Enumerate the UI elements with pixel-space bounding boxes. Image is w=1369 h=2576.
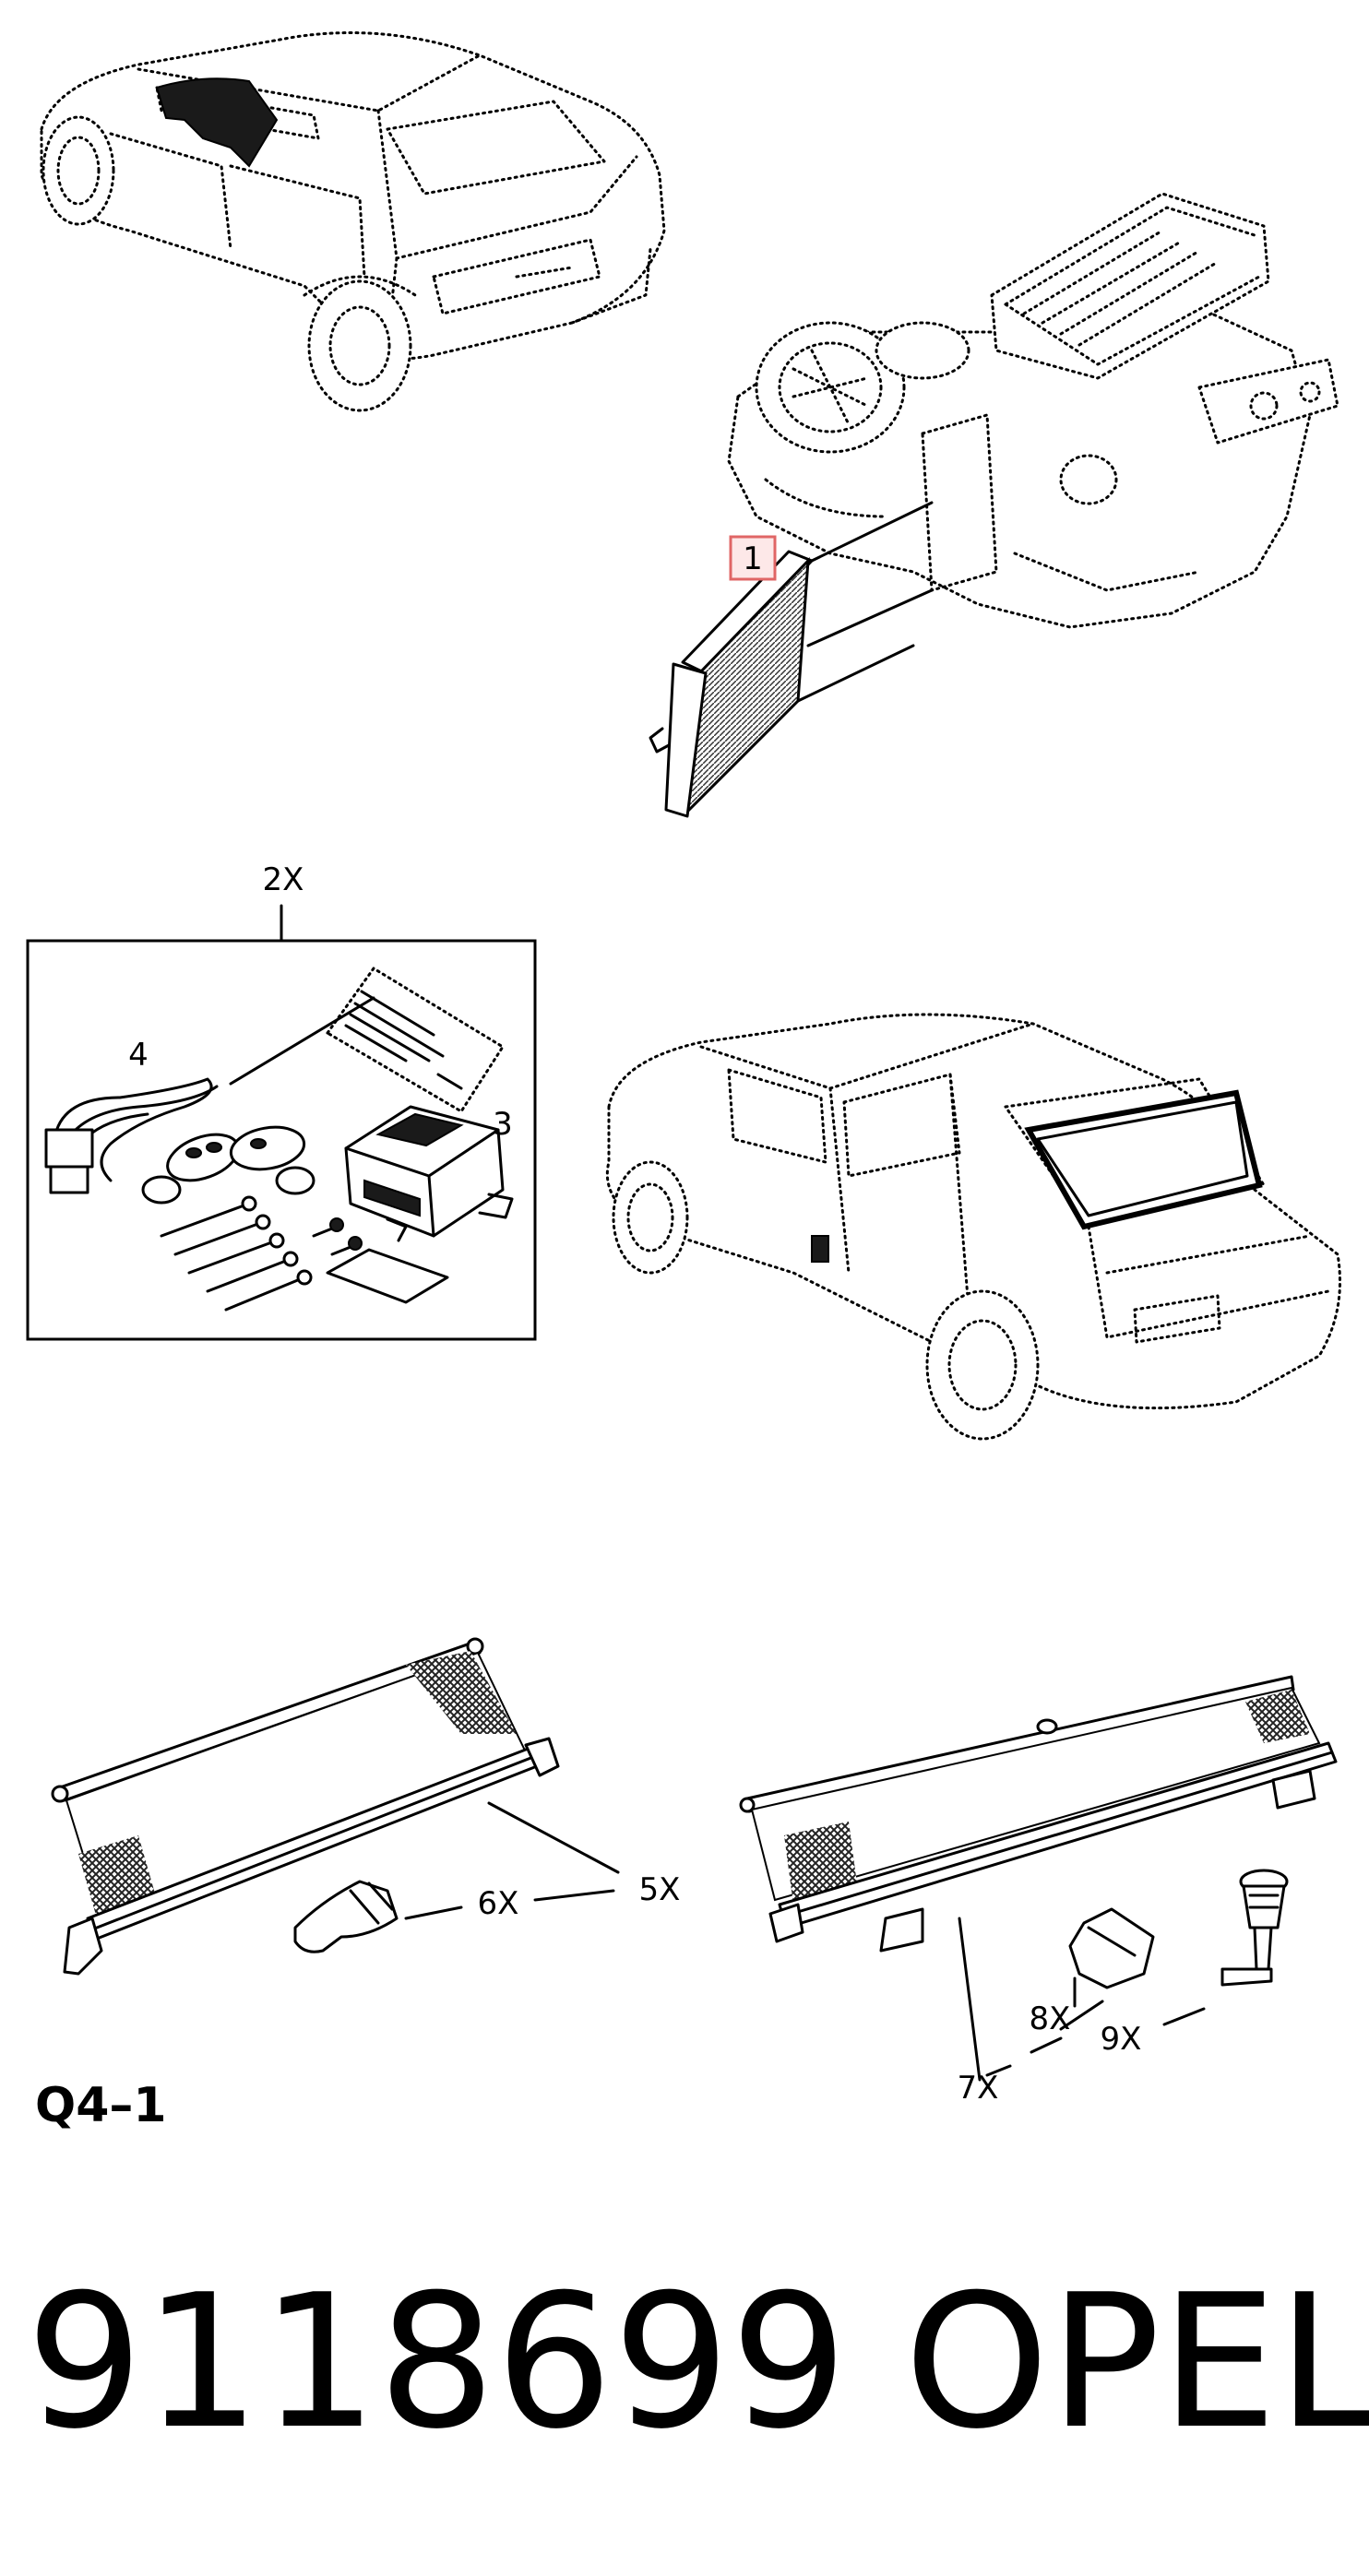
wiring-harness [44,1077,219,1194]
part-number: 9118699 [26,2255,848,2470]
callout-9x-label: 9X [1101,2021,1142,2058]
callout-7x-label: 7X [958,2070,999,2107]
callout-1-label: 1 [743,540,763,577]
brand-name: OPEL [904,2255,1369,2470]
adhesive-pad [326,1248,449,1304]
cable-ties [160,1195,313,1312]
mounting-screws [312,1217,363,1256]
alarm-kit-panel: 2X 4 [26,861,537,1341]
rear-window-sunshade [1024,1089,1263,1230]
callout-2x-label: 2X [263,861,304,898]
alarm-control-module [344,1105,514,1242]
callout-5x-label: 5X [639,1871,681,1908]
callout-1-box [729,535,777,581]
callout-1: 1 [729,535,777,581]
sunshade-pin-9x [1220,1869,1289,1987]
callout-4-label: 4 [128,1037,149,1074]
sunshade-clip-6x [293,1880,399,1953]
sunshade-right-illustration [739,1675,1338,2082]
hvac-housing-illustration [649,192,1339,818]
remote-key-fobs [141,1125,315,1205]
callout-6x-label: 6X [478,1885,519,1922]
callout-8x-label: 8X [1030,2000,1071,2037]
callout-3-label: 3 [493,1106,513,1143]
sunshade-left-illustration [51,1637,620,1976]
sunshade-clip-8x [1068,1907,1155,2008]
car-top-illustration [40,31,666,412]
section-code: Q4–1 [35,2078,167,2133]
car-middle-illustration [605,1013,1341,1441]
